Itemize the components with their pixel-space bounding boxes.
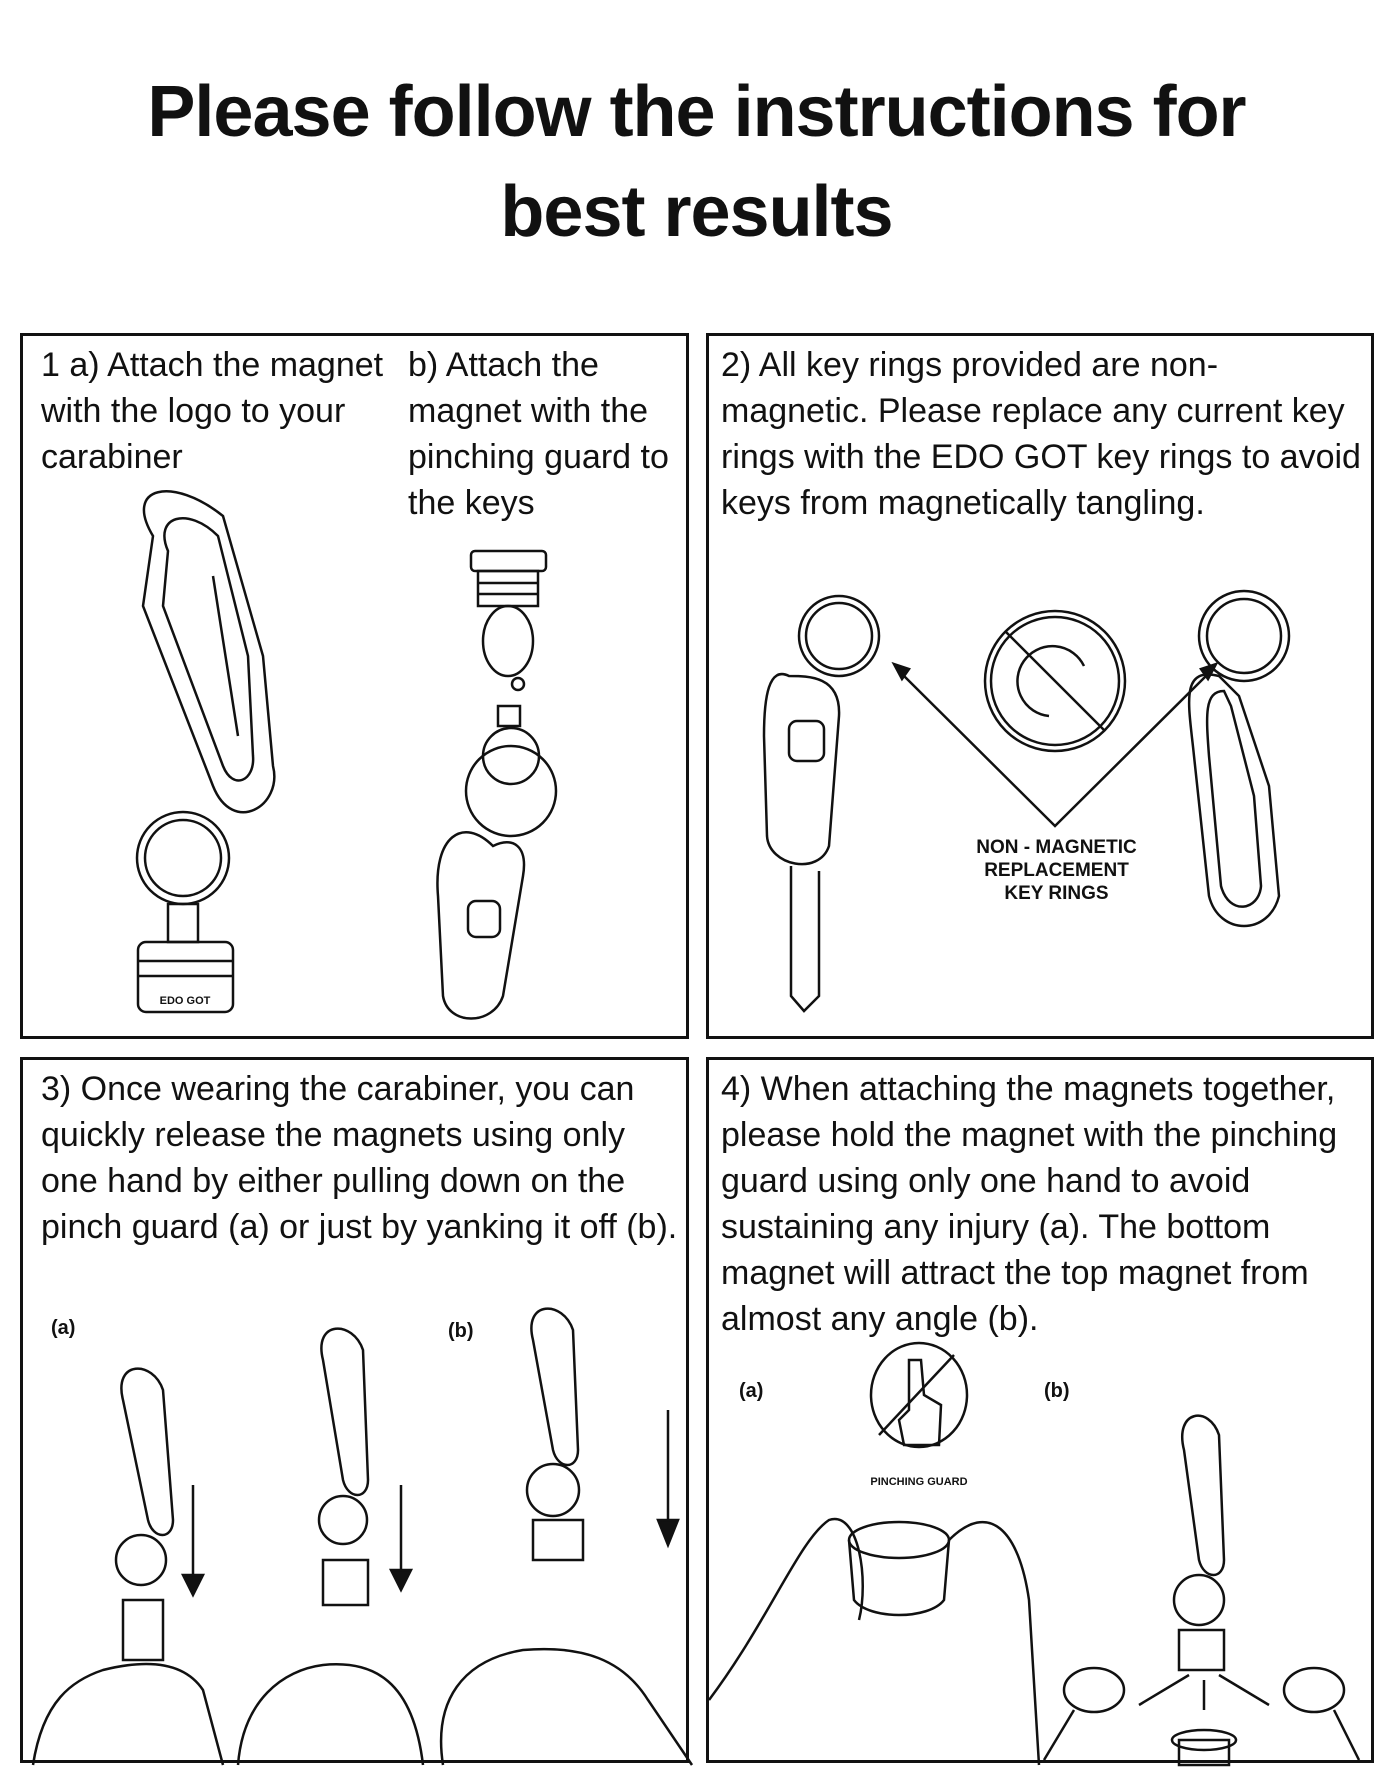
pinching-guard-caption: PINCHING GUARD [870,1476,968,1488]
label-a: (a) [51,1317,76,1339]
carabiner-1 [114,1367,175,1662]
step-1a-text: 1 a) Attach the magnet with the logo to … [41,346,384,476]
step-2-panel: 2) All key rings provided are non-magnet… [706,333,1374,1039]
keys-with-pinching-guard-illustration [436,549,558,1020]
step-1-panel: 1 a) Attach the magnet with the logo to … [20,333,689,1039]
hand-1 [31,1662,225,1766]
step-4-text: 4) When attaching the magnets together, … [721,1070,1338,1338]
carabiner-2 [317,1327,370,1607]
carabiner-3 [525,1307,585,1562]
page-title: Please follow the instructions for best … [147,72,1246,252]
label-b: (b) [1044,1380,1070,1402]
non-magnetic-caption: NON - MAGNETIC REPLACEMENT KEY RINGS [939,836,1174,905]
step-3-text: 3) Once wearing the carabiner, you can q… [41,1070,678,1246]
magnets-attracting-illustration [1042,1414,1361,1767]
hand-2 [236,1663,425,1766]
carabiner-with-logo-magnet-illustration: EDO GOT [135,490,276,1014]
caption-line: REPLACEMENT [984,860,1129,881]
no-magnet-icon [983,609,1127,753]
hand-3 [439,1647,694,1766]
step-3-panel: 3) Once wearing the carabiner, you can q… [20,1057,694,1766]
step-1b-text: b) Attach the magnet with the pinching g… [408,346,669,522]
step-4-panel: 4) When attaching the magnets together, … [706,1057,1374,1767]
edo-got-logo: EDO GOT [160,995,211,1007]
carabiner-with-ring-illustration [1187,589,1291,928]
arrows-to-rings [891,661,1219,828]
release-sequence-illustration [31,1307,694,1766]
pinching-guard-warning-icon [869,1341,969,1449]
caption-line: NON - MAGNETIC [976,837,1137,858]
hand-holding-magnet-illustration [707,1517,1041,1766]
step-2-text: 2) All key rings provided are non-magnet… [721,346,1361,522]
key-fob-illustration [762,594,881,1013]
label-a: (a) [739,1380,764,1402]
label-b: (b) [448,1320,474,1342]
caption-line: KEY RINGS [1004,883,1109,904]
